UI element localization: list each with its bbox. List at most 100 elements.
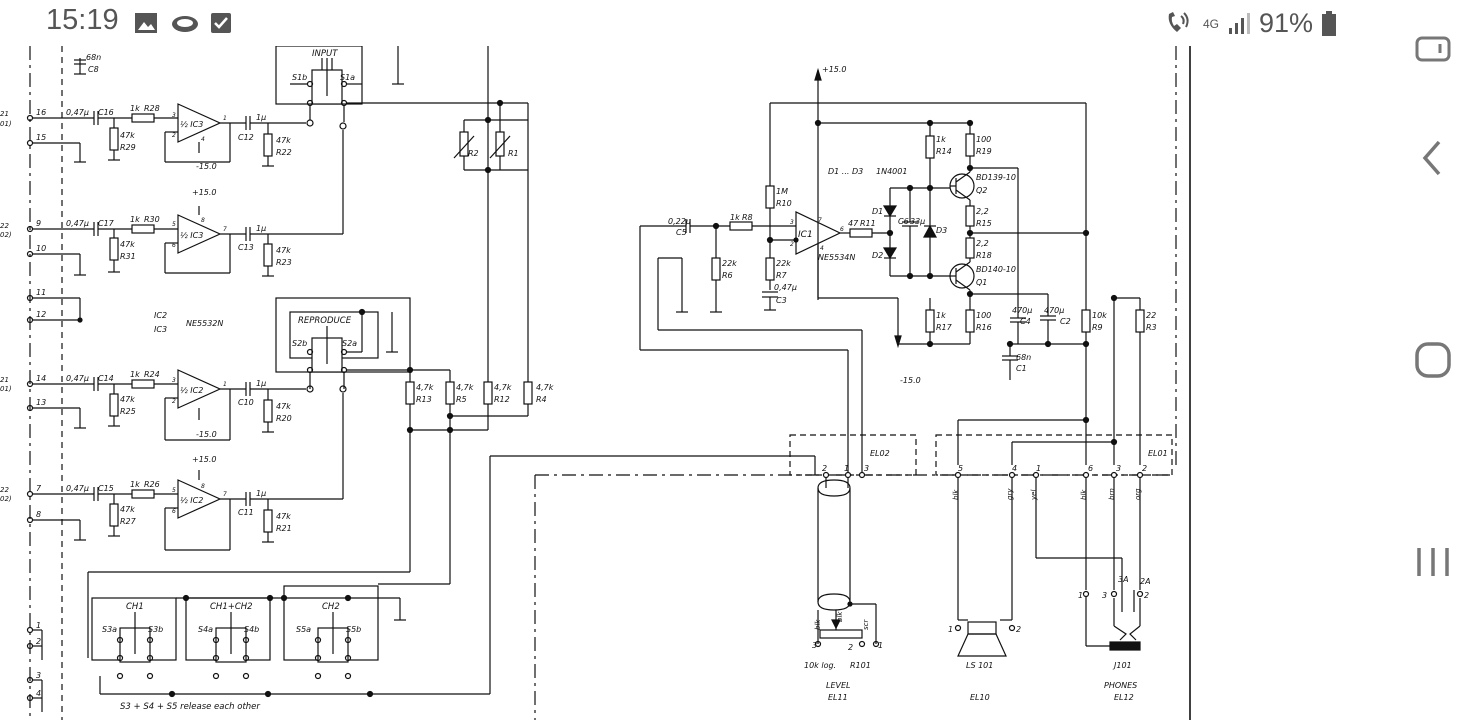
ic2-top-label: ½ IC2 <box>180 386 203 395</box>
pin-9: 9 <box>36 219 41 228</box>
c16-value: 0,47µ <box>66 108 89 117</box>
el12-label: EL12 <box>1114 693 1134 702</box>
cloud-icon <box>172 16 198 32</box>
d2-ref: D2 <box>872 251 883 260</box>
reproduce-switch <box>275 297 450 389</box>
c17-ref: C17 <box>98 219 115 228</box>
home-button[interactable] <box>1407 334 1459 386</box>
c5-value: 0,22µ <box>668 217 691 226</box>
status-bar: 15:19 4G 91% <box>0 0 1385 46</box>
c2-value: 470µ <box>1044 306 1064 315</box>
back-button[interactable] <box>1407 132 1459 184</box>
edge-label: 22 <box>0 486 9 494</box>
r27-ref: R27 <box>120 517 137 526</box>
s1a-label: S1a <box>340 73 355 82</box>
r14-ref: R14 <box>936 147 952 156</box>
r15-value: 2,2 <box>976 207 989 216</box>
r4-value: 4,7k <box>536 383 554 392</box>
c15-ref: C15 <box>98 484 114 493</box>
ic2-label: IC2 <box>154 311 167 320</box>
ic3-label: IC3 <box>154 325 167 334</box>
c10-ref: C10 <box>238 398 254 407</box>
pin-label: 1 <box>223 115 227 122</box>
r8-value: 1k <box>730 213 740 222</box>
r31-value: 47k <box>120 240 135 249</box>
r21-value: 47k <box>276 512 291 521</box>
ic3-bottom-label: ½ IC3 <box>180 231 203 240</box>
pot-pin-3: 3 <box>812 641 817 650</box>
navigation-bar <box>1385 0 1480 720</box>
r7-ref: R7 <box>776 271 788 280</box>
ch1ch2-label: CH1+CH2 <box>210 602 253 612</box>
r3-ref: R3 <box>1146 323 1157 332</box>
wire-blk: blk <box>1080 489 1088 500</box>
pin-label: 4 <box>820 245 824 252</box>
c1-ref: C1 <box>1016 364 1027 373</box>
el01-label: EL01 <box>1148 449 1168 458</box>
pin-label: 2 <box>172 398 176 405</box>
pin-label: 7 <box>223 491 227 498</box>
r23-ref: R23 <box>276 258 292 267</box>
r5-value: 4,7k <box>456 383 474 392</box>
edge-label: 21 <box>0 110 9 118</box>
stage-ic3-top <box>26 58 314 167</box>
r12-value: 4,7k <box>494 383 512 392</box>
image-icon <box>135 13 157 33</box>
r5-ref: R5 <box>456 395 467 404</box>
pin-b2: 2 <box>36 637 41 646</box>
c2-ref: C2 <box>1060 317 1071 326</box>
stage-ic2-top <box>26 369 314 441</box>
ic1-part: NE5534N <box>818 253 855 262</box>
jack-pin-1: 1 <box>1078 591 1083 600</box>
r17-ref: R17 <box>936 323 953 332</box>
r28-value: 1k <box>130 104 140 113</box>
s5a-label: S5a <box>296 625 311 634</box>
input-label: INPUT <box>312 49 338 59</box>
pin-10: 10 <box>36 244 46 253</box>
pin-12: 12 <box>36 310 46 319</box>
reproduce-label: REPRODUCE <box>298 316 352 326</box>
el01-pin-3: 3 <box>1116 464 1121 473</box>
pin-label: 8 <box>201 217 205 224</box>
r29-value: 47k <box>120 131 135 140</box>
c16-ref: C16 <box>98 108 114 117</box>
s3a-label: S3a <box>102 625 117 634</box>
r6-ref: R6 <box>722 271 733 280</box>
el01-pin-6: 6 <box>1088 464 1093 473</box>
ic1-label: IC1 <box>798 230 813 240</box>
pin-label: 7 <box>818 217 822 224</box>
r4-ref: R4 <box>536 395 547 404</box>
r16-ref: R16 <box>976 323 992 332</box>
ls-pin-1: 1 <box>948 625 953 634</box>
wire-blk: blk <box>836 611 844 622</box>
pin-11: 11 <box>36 288 46 297</box>
diode-part: 1N4001 <box>876 167 907 176</box>
r13-value: 4,7k <box>416 383 434 392</box>
r29-ref: R29 <box>120 143 136 152</box>
wire-gry: gry <box>1006 488 1014 500</box>
r30-ref: R30 <box>144 215 160 224</box>
ic23-part: NE5532N <box>186 319 223 328</box>
status-time: 15:19 <box>46 4 119 36</box>
network-type: 4G <box>1202 16 1219 31</box>
q2-part: BD139-10 <box>976 173 1016 182</box>
pin-label: 6 <box>840 226 844 233</box>
r26-ref: R26 <box>144 480 160 489</box>
input-switch <box>275 46 500 170</box>
channel-switches <box>87 455 816 698</box>
c6-ref: C6 <box>898 217 909 226</box>
el10-label: EL10 <box>970 693 990 702</box>
pin-15: 15 <box>36 133 46 142</box>
pin-label: 2 <box>172 132 176 139</box>
c11-ref: C11 <box>238 508 254 517</box>
r22-value: 47k <box>276 136 291 145</box>
pot-ref: R101 <box>850 661 871 670</box>
r26-value: 1k <box>130 480 140 489</box>
c4-ref: C4 <box>1020 317 1031 326</box>
r25-ref: R25 <box>120 407 136 416</box>
level-label: LEVEL <box>826 681 851 690</box>
menu-button[interactable] <box>1407 536 1459 588</box>
recent-apps-button[interactable] <box>1407 22 1459 74</box>
r1-ref: R1 <box>508 149 519 158</box>
ch1-label: CH1 <box>126 602 144 612</box>
